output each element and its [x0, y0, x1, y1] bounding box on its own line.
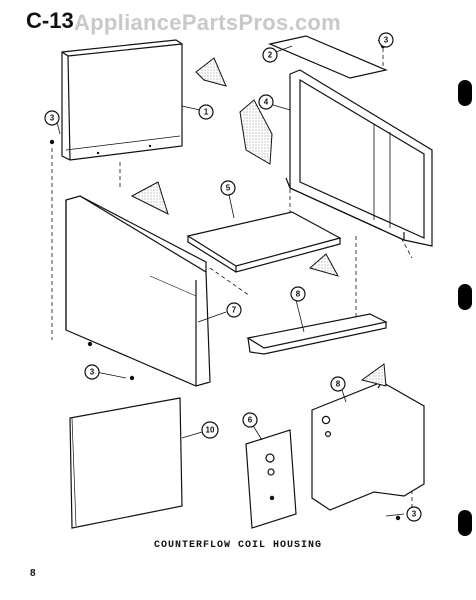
svg-text:6: 6 — [248, 416, 253, 425]
corner-bracket-insulation-1 — [195, 57, 227, 87]
watermark: AppliancePartsPros.com — [74, 10, 342, 35]
binder-hole-mark — [458, 510, 472, 536]
callout-10: 10 — [201, 421, 219, 439]
svg-text:2: 2 — [268, 51, 273, 60]
svg-text:1: 1 — [204, 108, 209, 117]
svg-text:5: 5 — [226, 184, 231, 193]
callout-8-panel: 8 — [330, 376, 346, 392]
svg-text:7: 7 — [232, 306, 237, 315]
part-side-cabinet — [65, 195, 211, 387]
screw — [49, 139, 55, 145]
part-rear-frame-panel — [285, 69, 433, 247]
part-upper-shelf — [186, 211, 342, 273]
callout-5: 5 — [220, 180, 236, 196]
callout-2: 2 — [262, 47, 278, 63]
binder-hole-mark — [458, 284, 472, 310]
svg-text:3: 3 — [412, 510, 417, 519]
svg-text:10: 10 — [206, 426, 215, 435]
callout-4: 4 — [258, 94, 274, 110]
callout-3-bottom-left: 3 — [84, 364, 100, 380]
insulation-triangle-8 — [360, 363, 387, 387]
part-lower-shelf — [246, 313, 388, 355]
svg-text:3: 3 — [90, 368, 95, 377]
binder-hole-mark — [458, 80, 472, 106]
callout-3-bottom-right: 3 — [406, 506, 422, 522]
part-l-shaped-panel — [311, 381, 425, 511]
part-top-strip — [268, 35, 388, 79]
insulation-triangle-7 — [130, 181, 169, 215]
svg-text:8: 8 — [296, 290, 301, 299]
part-access-panel — [69, 397, 183, 529]
diagram-caption: COUNTERFLOW COIL HOUSING — [153, 540, 323, 551]
screw — [87, 341, 93, 347]
callout-6: 6 — [242, 412, 258, 428]
insulation-wedge-4 — [239, 99, 273, 165]
screw — [129, 375, 135, 381]
svg-text:4: 4 — [264, 98, 269, 107]
insulation-triangle-5 — [308, 253, 340, 277]
callout-3-top: 3 — [378, 32, 394, 48]
part-small-plate — [245, 429, 297, 529]
callout-7: 7 — [226, 302, 242, 318]
screw — [395, 515, 401, 521]
callouts: 1 2 3 3 4 5 7 — [44, 32, 422, 522]
callout-3-left: 3 — [44, 110, 60, 126]
svg-text:8: 8 — [336, 380, 341, 389]
part-front-panel — [61, 39, 183, 161]
svg-text:3: 3 — [384, 36, 389, 45]
page-number: 8 — [30, 568, 36, 579]
svg-text:3: 3 — [50, 114, 55, 123]
callout-8-shelf: 8 — [290, 286, 306, 302]
callout-1: 1 — [198, 104, 214, 120]
page-code: C-13 — [26, 8, 74, 33]
